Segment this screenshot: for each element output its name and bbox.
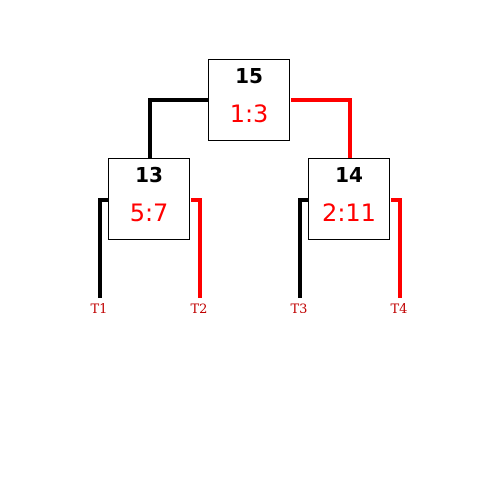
- terminal-label-t2: T2: [191, 302, 208, 317]
- edge-left-t1: [98, 198, 108, 298]
- node-id: 14: [335, 163, 363, 187]
- node-id: 15: [235, 64, 263, 88]
- edge-right-t3: [298, 198, 308, 298]
- node-left: 13 5:7: [108, 158, 190, 240]
- terminal-label-t4: T4: [391, 302, 408, 317]
- edge-left-t2: [191, 198, 202, 298]
- node-score: 5:7: [129, 199, 169, 227]
- edge-right-t4: [391, 198, 402, 298]
- node-root: 15 1:3: [208, 59, 290, 141]
- terminal-label-t1: T1: [91, 302, 108, 317]
- node-id: 13: [135, 163, 163, 187]
- node-score: 2:11: [322, 199, 376, 227]
- node-score: 1:3: [229, 100, 269, 128]
- edge-root-left: [148, 98, 208, 158]
- node-right: 14 2:11: [308, 158, 390, 240]
- terminal-label-t3: T3: [291, 302, 308, 317]
- edge-root-right: [291, 98, 352, 158]
